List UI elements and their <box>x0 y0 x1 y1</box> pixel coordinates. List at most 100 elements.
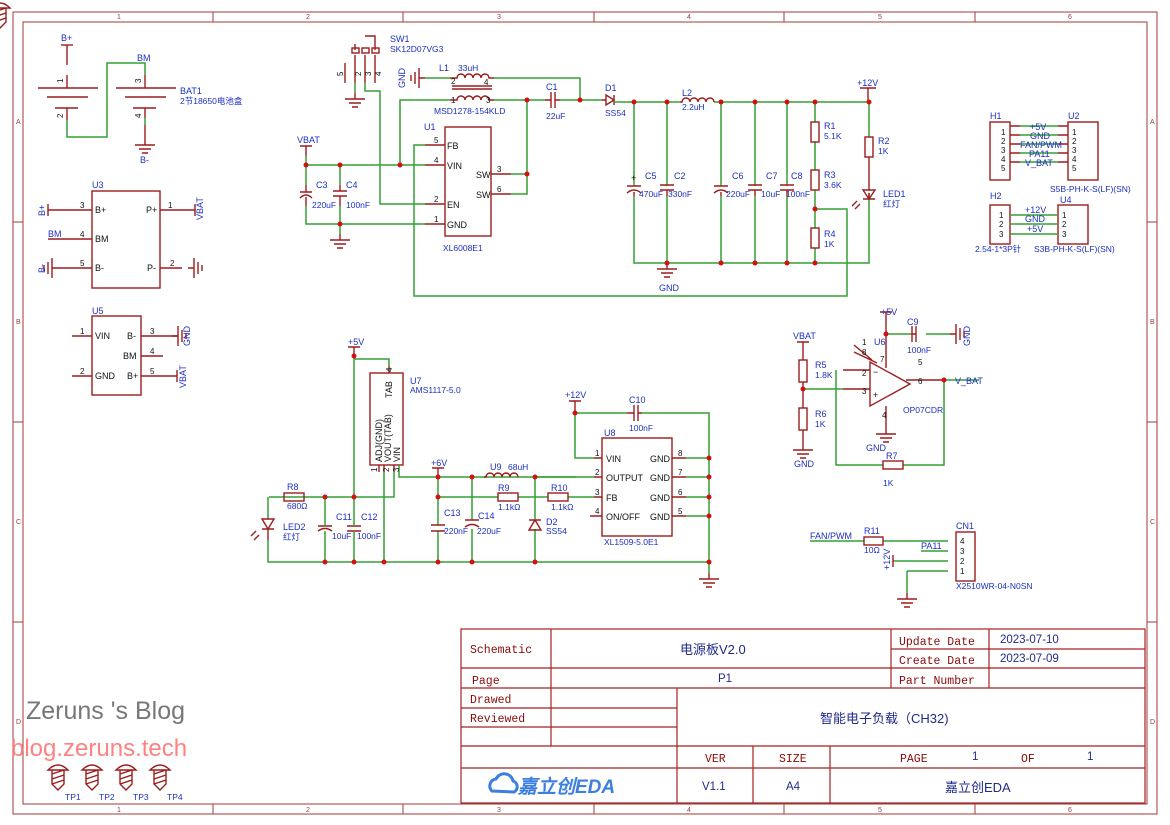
c7-value: 10uF <box>761 189 780 199</box>
coupled-inductor-l1[interactable]: GND L1 33uH MSD1278-154KLD 2 4 1 3 C1 22… <box>397 63 602 165</box>
u7-value: AMS1117-5.0 <box>410 385 461 395</box>
net-label: FAN/PWM <box>810 531 852 541</box>
test-points: TP1 TP2 TP3 TP4 <box>0 2 183 802</box>
pin-name: VOUT(TAB) <box>383 414 393 462</box>
net-label: B- <box>37 264 47 273</box>
create-date-label: Create Date <box>899 655 975 668</box>
r9-value: 1.1kΩ <box>498 502 520 512</box>
pin-number: 7 <box>880 355 885 364</box>
cn1-value: X2510WR-04-N0SN <box>956 581 1033 591</box>
pin-number: 2 <box>960 557 965 566</box>
fan-connector-cn1[interactable]: FAN/PWM PA11 +12V R11 10Ω CN1 X2510WR-04… <box>810 521 1033 608</box>
connector-h1-u2[interactable]: H1 U2 S5B-PH-K-S(LF)(SN) +5V GND FAN/PWM… <box>989 111 1131 194</box>
pin-number: 1 <box>1062 211 1067 220</box>
h2-value: 2.54-1*3P针 <box>975 244 1022 254</box>
c1-value: 22uF <box>546 111 565 121</box>
col-label: 3 <box>497 807 501 814</box>
net-label: GND <box>397 68 407 89</box>
l2-ref: L2 <box>682 88 692 98</box>
c4-value: 100nF <box>346 200 370 210</box>
net-label-12v: +12V <box>565 390 586 400</box>
led2-ref: LED2 <box>283 522 306 532</box>
pin-name: B+ <box>95 205 106 215</box>
c12-ref: C12 <box>361 512 378 522</box>
pin-name: P+ <box>146 205 157 215</box>
protection-ic-u3[interactable]: U3 B+ BM B- P+ P- 3 4 5 1 2 B+ BM B- VBA… <box>37 180 205 289</box>
pin-number: 4 <box>882 411 887 420</box>
row-label: D <box>16 719 21 726</box>
pin-name: VIN <box>95 331 110 341</box>
pin-name: GND <box>650 493 671 503</box>
connector-h2-u4[interactable]: H2 U4 2.54-1*3P针 S3B-PH-K-S(LF)(SN) +12V… <box>975 191 1115 254</box>
r3-ref: R3 <box>824 170 836 180</box>
net-label-bm: BM <box>137 53 151 63</box>
pin-number: 5 <box>80 259 85 268</box>
pin-number: 1 <box>960 567 965 576</box>
pin-number: 1 <box>370 467 379 472</box>
drawing-frame: 1 2 3 4 5 6 1 2 3 4 5 6 A B C D A B C D <box>12 11 1158 815</box>
noninverting-input-mark: + <box>873 390 878 400</box>
pin-name: GND <box>650 473 671 483</box>
net-label: BM <box>48 229 62 239</box>
battery-bat1[interactable]: B+ BM B- BAT1 2节18650电池盒 1 2 3 4 <box>38 33 243 165</box>
size-label: SIZE <box>779 753 807 766</box>
net-label: VBAT <box>195 197 205 220</box>
r11-ref: R11 <box>864 526 880 536</box>
u6-ref: U6 <box>874 337 886 347</box>
diode-d1[interactable]: D1 SS54 <box>602 83 626 118</box>
pin-name: GND <box>650 512 671 522</box>
boost-ic-u1[interactable]: U1 XL6008E1 FB VIN EN GND SW SW 5 4 2 1 … <box>418 100 528 253</box>
pin-number: 2 <box>1062 220 1067 229</box>
pin-name: P- <box>147 263 156 273</box>
col-label: 6 <box>1068 807 1072 814</box>
pin-number: 5 <box>150 367 155 376</box>
net-label: GND <box>182 326 192 347</box>
pin-number: 3 <box>497 165 502 174</box>
r4-ref: R4 <box>824 229 836 239</box>
c10-value: 100nF <box>629 423 653 433</box>
bat1-value: 2节18650电池盒 <box>180 96 243 106</box>
net-label: GND <box>1025 214 1046 224</box>
pin-name: OUTPUT <box>606 473 644 483</box>
row-label: B <box>16 319 21 326</box>
pin-number: 1 <box>168 201 173 210</box>
pin-number: 4 <box>1072 155 1077 164</box>
u6-value: OP07CDR <box>903 405 943 415</box>
pin-number: 4 <box>595 507 600 516</box>
pin-number: 3 <box>150 327 155 336</box>
net-label-vbat-out: V_BAT <box>955 376 983 386</box>
cn1-ref: CN1 <box>956 521 974 531</box>
pin-number: 3 <box>862 387 867 396</box>
col-label: 5 <box>878 14 882 21</box>
led1-ref: LED1 <box>883 189 906 199</box>
c8-value: 100nF <box>786 189 810 199</box>
pin-name: VIN <box>447 161 462 171</box>
net-label-vbat: VBAT <box>793 331 816 341</box>
pin-name: GND <box>650 454 671 464</box>
pin-number: 2 <box>595 468 600 477</box>
r4-value: 1K <box>824 239 835 249</box>
switch-sw1[interactable]: SW1 SK12D07VG3 5 2 3 4 <box>336 34 444 205</box>
pin-number: 5 <box>678 507 683 516</box>
net-label: +5V <box>1030 122 1046 132</box>
h2-ref: H2 <box>990 191 1002 201</box>
pin-number: 4 <box>150 347 155 356</box>
pin-number: 4 <box>374 71 383 76</box>
pin-number: 5 <box>1001 164 1006 173</box>
pin-name: EN <box>447 200 460 210</box>
tp-label: TP3 <box>133 792 149 802</box>
r10-ref: R10 <box>551 483 568 493</box>
update-date-value: 2023-07-10 <box>1000 634 1059 646</box>
pin-number: 1 <box>1001 128 1006 137</box>
net-label: GND <box>1030 131 1051 141</box>
u7-ref: U7 <box>410 376 422 386</box>
module-u5[interactable]: U5 VIN GND B- BM B+ 1 2 3 4 5 GND VBAT <box>72 306 192 396</box>
net-label-gnd: GND <box>866 443 887 453</box>
pin-number: 8 <box>678 449 683 458</box>
r8-ref: R8 <box>287 482 299 492</box>
u8-value: XL1509-5.0E1 <box>604 537 659 547</box>
net-label: V_BAT <box>1025 158 1053 168</box>
pin-number: 4 <box>1001 155 1006 164</box>
output-filter-section: D1 SS54 +12V GND L2 2.2uH + C5 470uF C2 … <box>602 78 906 293</box>
net-label: PA11 <box>1029 149 1050 159</box>
